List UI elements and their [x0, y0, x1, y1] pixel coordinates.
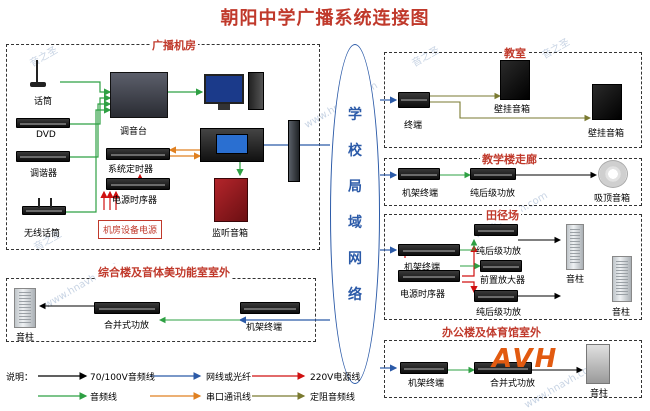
label-microphone: 话筒	[34, 94, 52, 107]
dvd-player-icon	[16, 118, 70, 128]
label-tuner: 调谐器	[30, 166, 57, 179]
tuner-icon	[16, 151, 70, 162]
computer-tower-icon	[248, 72, 264, 110]
legend-item-network: 网线或光纤	[206, 370, 251, 383]
rack-terminal-icon	[398, 244, 460, 256]
power-note-box: 机房设备电源	[98, 220, 162, 239]
lan-char: 络	[330, 284, 380, 304]
lan-char: 局	[330, 176, 380, 196]
legend-item-70v: 70/100V音频线	[90, 370, 155, 383]
label-wall-speaker-1: 壁挂音箱	[494, 102, 530, 115]
label-field-column-1: 音柱	[566, 272, 584, 285]
label-ceiling-speaker: 吸顶音箱	[594, 191, 630, 204]
legend-item-serial: 串口通讯线	[206, 390, 251, 403]
preamp-icon	[480, 260, 522, 272]
column-speaker-icon	[566, 224, 584, 270]
label-wall-speaker-2: 壁挂音箱	[588, 126, 624, 139]
brand-logo: AVH	[492, 346, 612, 372]
power-amp-icon	[470, 168, 516, 180]
label-office-rack-terminal: 机架终端	[408, 376, 444, 389]
lan-char: 校	[330, 140, 380, 160]
wall-speaker-icon	[500, 60, 530, 100]
combined-amp-icon	[94, 302, 160, 314]
label-corridor-amp: 纯后级功放	[470, 186, 515, 199]
label-arts-rack-terminal: 机架终端	[246, 320, 282, 333]
wall-speaker-icon	[592, 84, 622, 120]
microphone-icon	[36, 60, 38, 82]
label-dvd: DVD	[36, 130, 56, 140]
label-field-amp-1: 纯后级功放	[476, 244, 521, 257]
controller-screen-icon	[216, 134, 248, 154]
system-timer-icon	[106, 148, 170, 160]
power-sequencer-icon	[106, 178, 170, 190]
microphone-base-icon	[30, 82, 46, 87]
antenna-icon	[50, 198, 52, 208]
label-mixer: 调音台	[120, 124, 147, 137]
lan-char: 网	[330, 248, 380, 268]
legend-item-power: 220V电源线	[310, 370, 360, 383]
label-field-column-2: 音柱	[612, 305, 630, 318]
lan-char: 学	[330, 104, 380, 124]
label-office-column: 音柱	[590, 386, 608, 399]
computer-monitor-icon	[204, 74, 244, 104]
legend-item-constant-resistance: 定阻音频线	[310, 390, 355, 403]
label-monitor-speaker: 监听音箱	[212, 226, 248, 239]
ceiling-speaker-icon	[598, 160, 628, 188]
label-power-sequencer: 电源时序器	[112, 193, 157, 206]
power-amp-icon	[474, 290, 518, 302]
mixer-icon	[110, 72, 168, 118]
label-arts-column: 音柱	[16, 330, 34, 343]
legend-item-audio: 音频线	[90, 390, 117, 403]
terminal-icon	[398, 92, 430, 108]
monitor-stand-icon	[218, 104, 230, 110]
column-speaker-icon	[612, 256, 632, 302]
label-field-preamp: 前置放大器	[480, 273, 525, 286]
label-field-power-sequencer: 电源时序器	[400, 287, 445, 300]
wireless-mic-receiver-icon	[22, 206, 66, 215]
rack-terminal-icon	[398, 168, 440, 180]
network-switch-icon	[288, 120, 300, 182]
label-classroom-terminal: 终端	[404, 118, 422, 131]
column-speaker-icon	[14, 288, 36, 328]
label-arts-combined-amp: 合并式功放	[104, 318, 149, 331]
power-sequencer-icon	[398, 270, 460, 282]
label-wireless-mic: 无线话筒	[24, 226, 60, 239]
lan-char: 域	[330, 212, 380, 232]
label-system-timer: 系统定时器	[108, 162, 153, 175]
legend-label: 说明：	[6, 370, 33, 383]
rack-terminal-icon	[400, 362, 448, 374]
label-office-combined-amp: 合并式功放	[490, 376, 535, 389]
antenna-icon	[38, 198, 40, 208]
label-corridor-rack-terminal: 机架终端	[402, 186, 438, 199]
rack-terminal-icon	[240, 302, 300, 314]
power-amp-icon	[474, 224, 518, 236]
label-field-amp-2: 纯后级功放	[476, 305, 521, 318]
monitor-speaker-icon	[214, 178, 248, 222]
